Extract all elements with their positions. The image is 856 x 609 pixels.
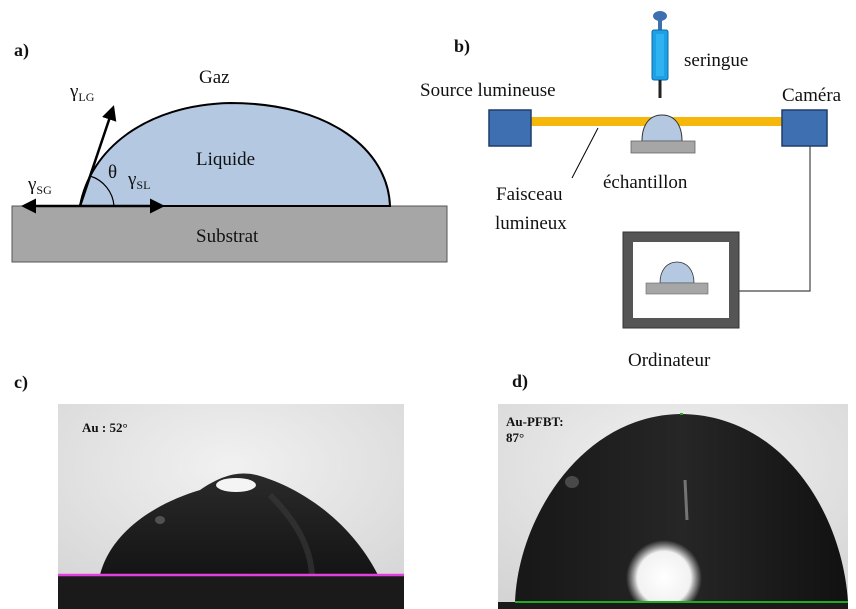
gamma-lg-arrow: [78, 105, 117, 207]
camera-box: [781, 109, 828, 147]
panel-a: a) Gaz Liquide Substrat θ γLG γSG γSL: [11, 40, 448, 263]
annotation-d-line2: 87°: [506, 430, 524, 445]
panel-b-label: b): [454, 36, 470, 57]
substrate-label: Substrat: [196, 226, 259, 247]
gamma-sg-label: γSG: [27, 174, 52, 197]
light-source-label: Source lumineuse: [420, 80, 556, 101]
sample-label: échantillon: [603, 172, 688, 193]
droplet-d: [515, 414, 848, 602]
gas-label: Gaz: [199, 67, 230, 88]
droplet-d-highlight: [626, 540, 702, 609]
computer-icon: [622, 231, 740, 329]
panel-c: c) Au : 52°: [14, 372, 404, 609]
reflection-c: [58, 575, 404, 609]
beam-pointer-line: [571, 127, 599, 179]
panel-d-label: d): [512, 371, 528, 392]
droplet-c-highlight: [216, 478, 256, 492]
substrate-block: [11, 205, 448, 263]
panel-b: b) seringue Source lumineuse Caméra Fais…: [420, 11, 842, 371]
gamma-lg-label: γLG: [69, 81, 95, 104]
camera-label: Caméra: [782, 85, 842, 106]
liquid-label: Liquide: [196, 149, 255, 170]
sample-drop: [641, 114, 683, 142]
sample-substrate: [630, 140, 696, 154]
light-source-box: [488, 109, 532, 147]
panel-d: d) Au-PFBT: 87°: [498, 371, 848, 609]
computer-label: Ordinateur: [628, 350, 711, 371]
annotation-d-line1: Au-PFBT:: [506, 414, 564, 429]
theta-arc: [89, 175, 115, 207]
panel-a-label: a): [14, 40, 29, 61]
reflection-d: [498, 602, 848, 609]
annotation-c: Au : 52°: [82, 420, 128, 435]
gamma-sl-label: γSL: [127, 169, 150, 192]
syringe-icon: [651, 11, 669, 98]
syringe-label: seringue: [684, 50, 748, 71]
theta-symbol: θ: [108, 162, 117, 183]
beam-label-line1: Faisceau: [496, 184, 563, 205]
liquid-drop: [78, 101, 392, 207]
beam-label-line2: lumineux: [495, 213, 567, 234]
panel-c-label: c): [14, 372, 28, 393]
camera-cable: [739, 146, 811, 292]
